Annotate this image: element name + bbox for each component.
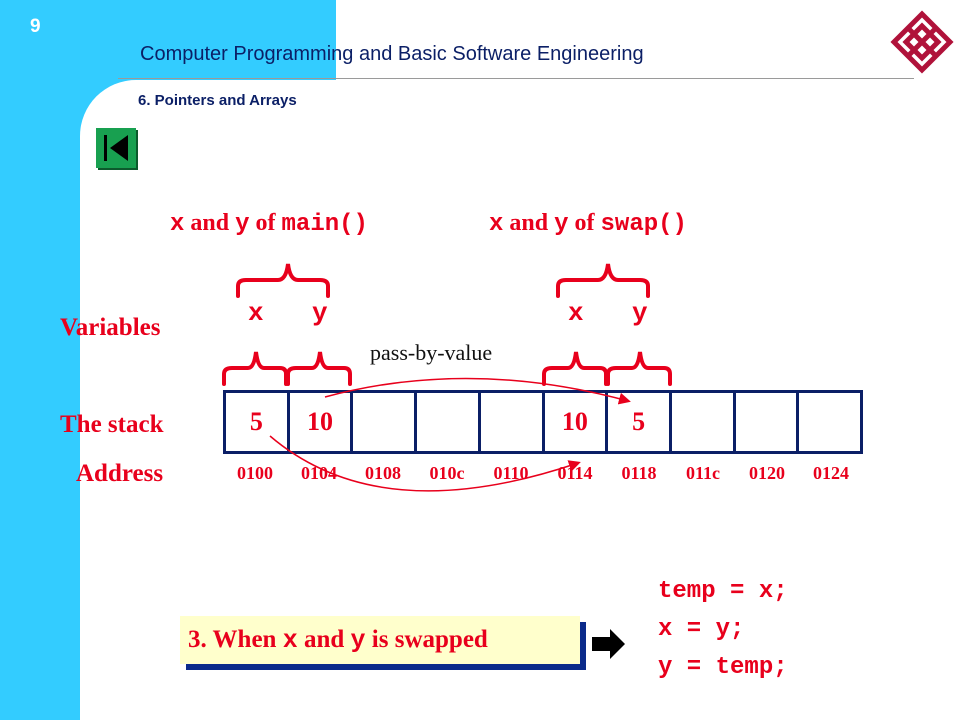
address-value: 0120 xyxy=(749,463,785,483)
address-value: 0114 xyxy=(557,463,593,483)
section-title: 6. Pointers and Arrays xyxy=(138,92,297,109)
stack-label: The stack xyxy=(60,411,164,438)
swap-code-block: temp = x; x = y; y = temp; xyxy=(658,573,788,687)
heading-y: y xyxy=(554,211,569,238)
swap-scope-brace xyxy=(556,263,650,298)
heading-x: x xyxy=(170,211,185,238)
address-value: 0110 xyxy=(493,463,529,483)
stack-cell xyxy=(350,393,414,451)
address-value: 0124 xyxy=(813,463,849,483)
stack-cell xyxy=(732,393,797,451)
pass-by-value-label: pass-by-value xyxy=(370,340,493,365)
heading-and: and xyxy=(509,210,549,236)
main-scope-brace xyxy=(236,263,330,298)
heading-y: y xyxy=(235,211,250,238)
stack-cell xyxy=(796,393,860,451)
university-logo-icon xyxy=(890,10,954,74)
stack-cell: 10 xyxy=(286,393,351,451)
right-arrow-icon xyxy=(592,629,625,659)
address-label: Address xyxy=(76,460,164,487)
address-value: 011c xyxy=(686,463,720,483)
course-title: Computer Programming and Basic Software … xyxy=(140,43,644,65)
side-band xyxy=(0,0,80,720)
swap-vars-heading: x and y of swap() xyxy=(489,210,687,238)
address-value: 0100 xyxy=(237,463,273,483)
heading-x: x xyxy=(489,211,504,238)
address-value: 0118 xyxy=(621,463,657,483)
code-line: x = y; xyxy=(658,616,745,643)
stack-memory: 5 10 10 5 xyxy=(223,390,863,454)
heading-function: main() xyxy=(281,211,368,238)
header-divider xyxy=(118,78,914,79)
top-band xyxy=(0,0,336,80)
address-value: 0104 xyxy=(301,463,337,483)
address-row: 0100 0104 0108 010c 0110 0114 0118 011c … xyxy=(223,463,863,484)
stack-cell: 10 xyxy=(541,393,606,451)
code-line: y = temp; xyxy=(658,654,788,681)
step-suffix: is swapped xyxy=(371,626,488,653)
step-x: x xyxy=(282,625,298,655)
heading-and: and xyxy=(190,210,230,236)
stack-cell: 5 xyxy=(605,393,669,451)
main-y-brace xyxy=(286,351,352,386)
step-callout: 3. When x and y is swapped xyxy=(180,616,580,664)
heading-of: of xyxy=(255,210,276,236)
address-value: 0108 xyxy=(365,463,401,483)
swap-var-y: y xyxy=(632,298,648,328)
heading-of: of xyxy=(574,210,595,236)
variables-label: Variables xyxy=(60,314,161,341)
stack-cell xyxy=(668,393,733,451)
main-vars-heading: x and y of main() xyxy=(170,210,368,238)
heading-function: swap() xyxy=(600,211,687,238)
stack-cell: 5 xyxy=(223,393,287,451)
main-x-brace xyxy=(222,351,288,386)
swap-x-brace xyxy=(542,351,608,386)
code-line: temp = x; xyxy=(658,578,788,605)
swap-y-brace xyxy=(606,351,672,386)
first-slide-icon xyxy=(104,135,128,161)
slide-number: 9 xyxy=(30,16,41,37)
main-var-y: y xyxy=(312,298,328,328)
stack-cell xyxy=(477,393,542,451)
swap-var-x: x xyxy=(568,298,584,328)
step-y: y xyxy=(350,625,366,655)
step-prefix: 3. When xyxy=(188,626,277,653)
first-slide-button[interactable] xyxy=(96,128,136,168)
main-var-x: x xyxy=(248,298,264,328)
address-value: 010c xyxy=(429,463,465,483)
step-and: and xyxy=(303,626,345,653)
stack-cell xyxy=(414,393,478,451)
